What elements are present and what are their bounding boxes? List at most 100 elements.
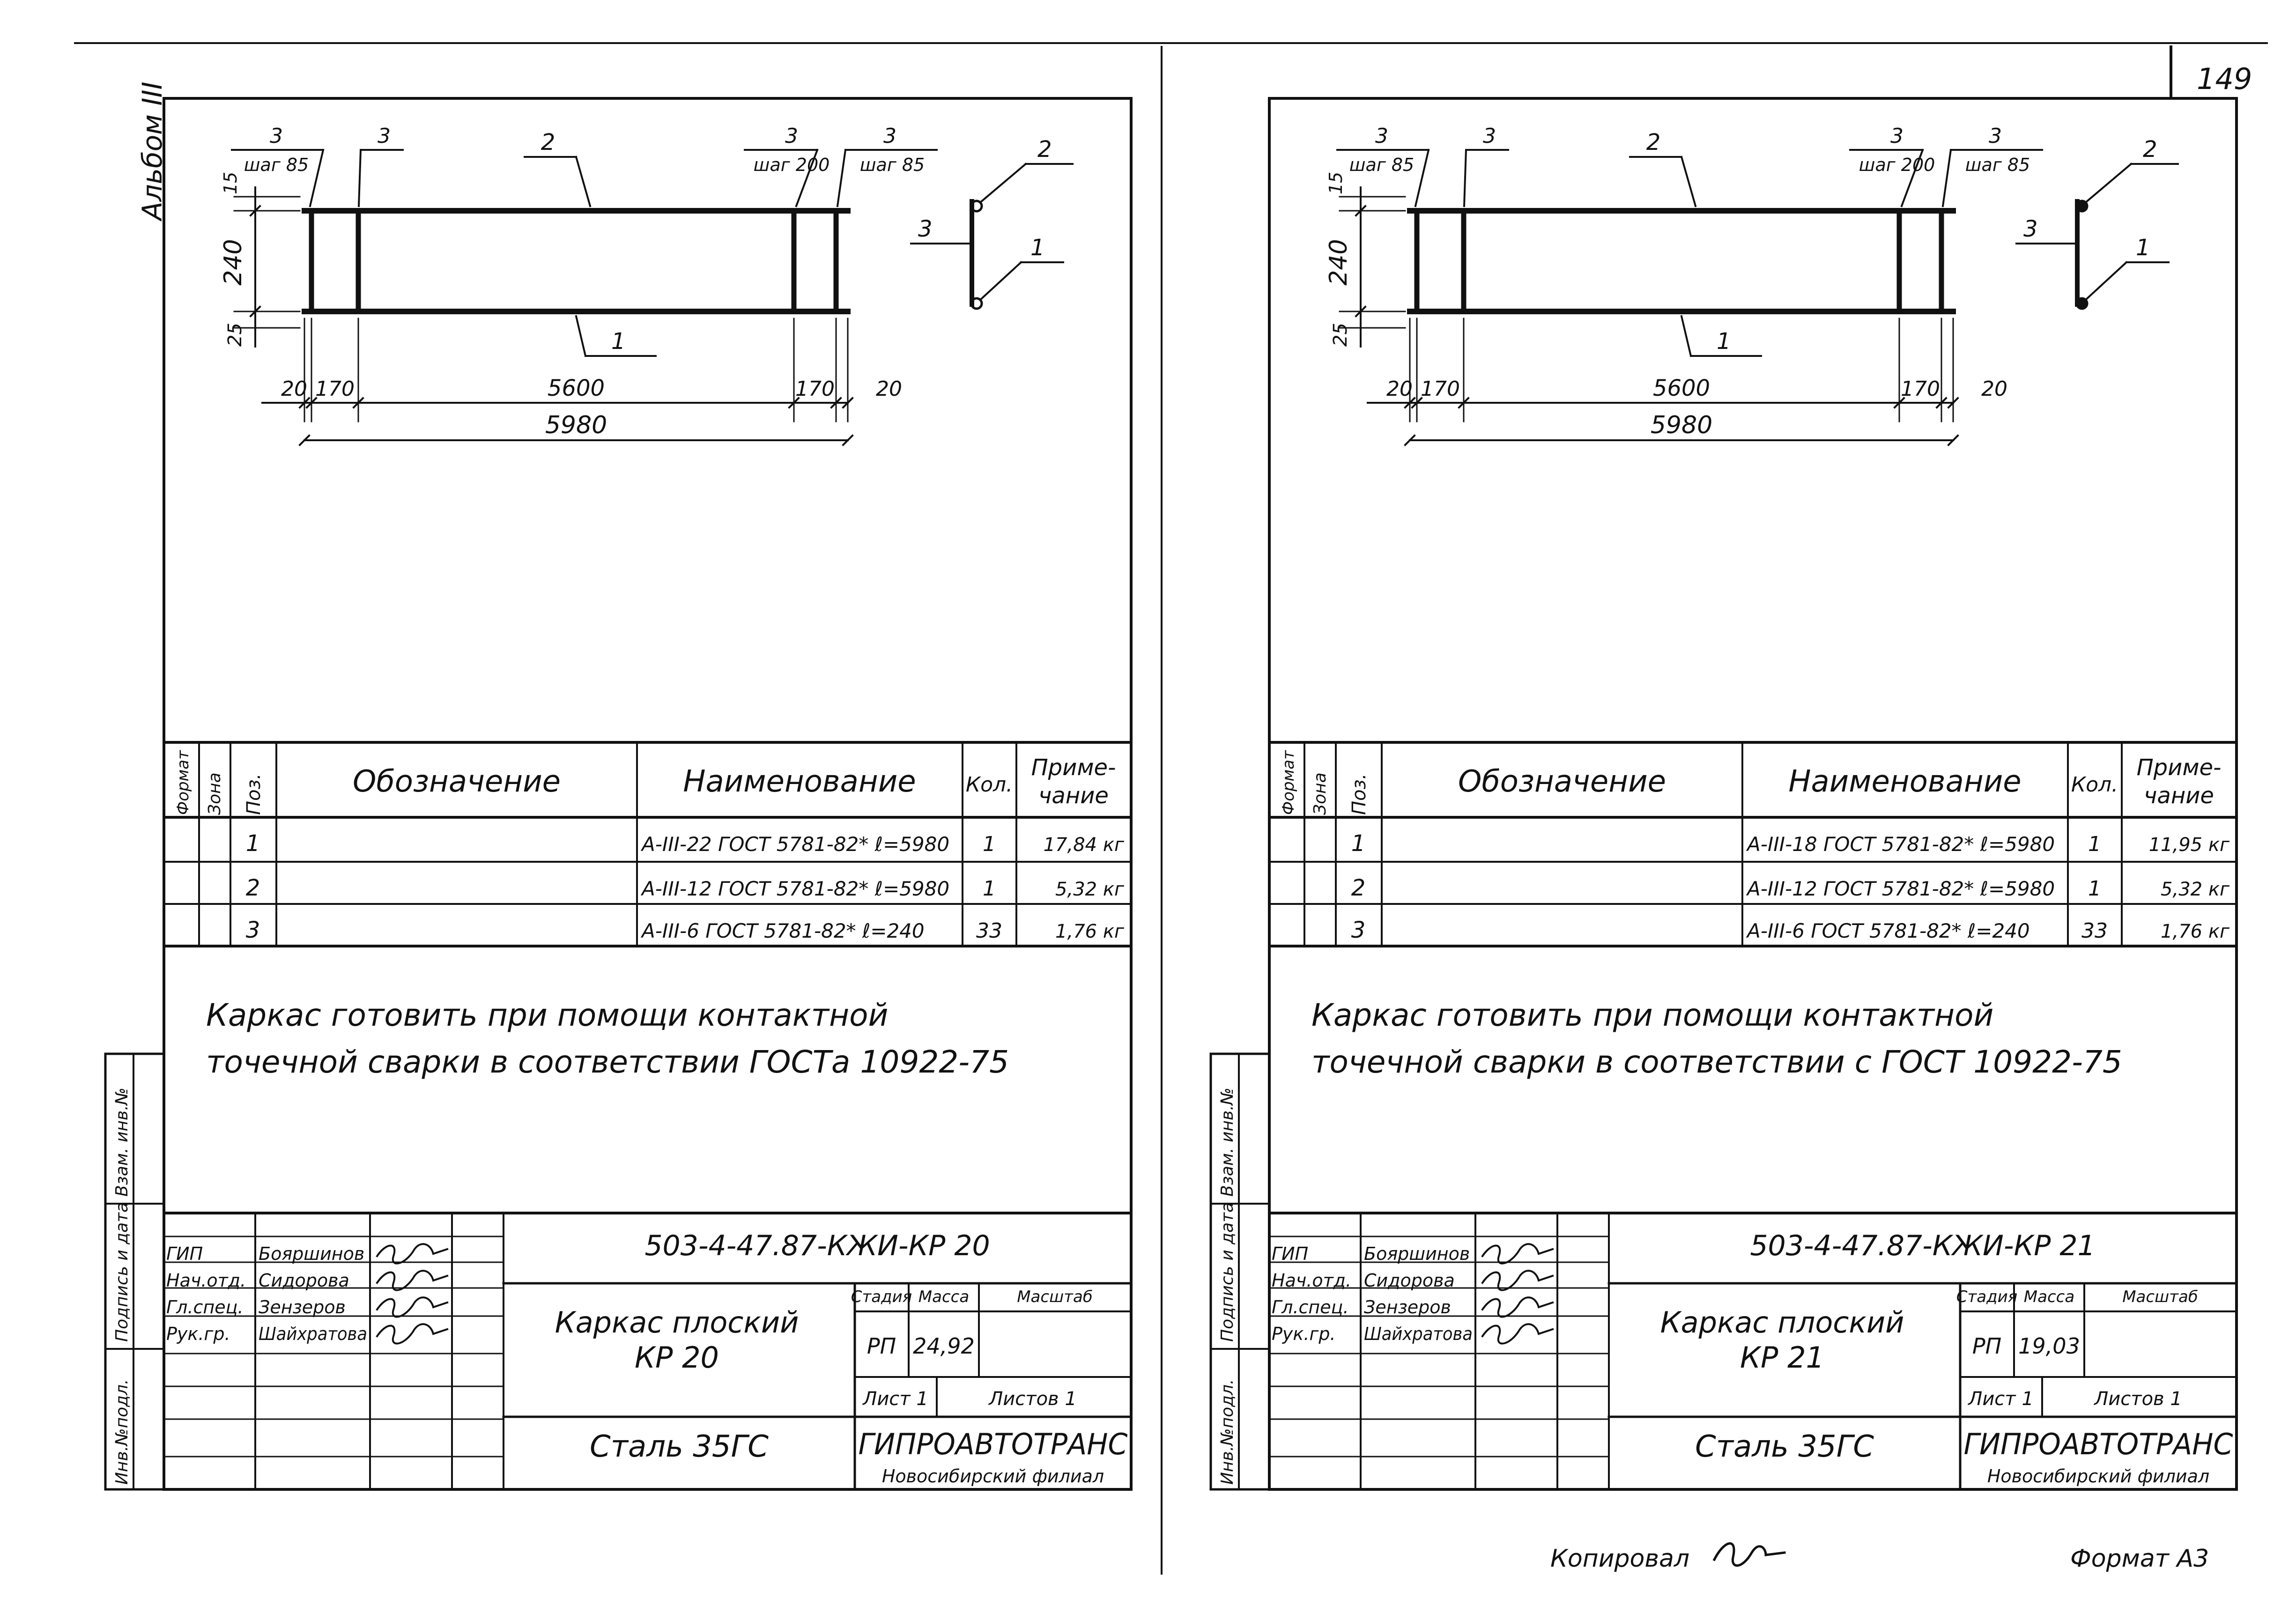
- callout-number: 2: [1646, 129, 1661, 155]
- sheet-frame: [163, 97, 1133, 1491]
- dim-tick: [1411, 397, 1423, 409]
- dim-tick: [842, 434, 854, 446]
- row-qty: 33: [976, 919, 1002, 943]
- signature-scribble: [376, 1270, 449, 1291]
- copied-signature: [1712, 1542, 1786, 1567]
- header-note: чание: [1038, 783, 1109, 809]
- callout-spacing: шаг 85: [1965, 155, 2030, 175]
- stamp-scale-header: Масштаб: [2122, 1288, 2198, 1306]
- material-label: Сталь 35ГС: [590, 1429, 769, 1464]
- leader-line: [1900, 148, 1924, 207]
- stamp-sheet: Лист 1: [1967, 1388, 2034, 1410]
- leader-line: [575, 155, 592, 207]
- strip-label-inv: Инв.№подл.: [112, 1379, 132, 1485]
- dim-tick: [298, 434, 311, 446]
- dim-text: 170: [795, 377, 835, 401]
- section-bar-dot: [2075, 200, 2089, 213]
- stamp-sheet: Лист 1: [862, 1388, 928, 1410]
- left-strip-frame: [1209, 1052, 1271, 1491]
- header-pos: Поз.: [1348, 773, 1370, 815]
- signature-scribble: [376, 1323, 449, 1345]
- stamp-stage-header: Стадия: [851, 1288, 912, 1306]
- signer-name: Бояршинов: [259, 1243, 364, 1264]
- stamp-mass-header: Масса: [918, 1288, 969, 1306]
- note-line-2: точечной сварки в соответствии ГОСТа 109…: [206, 1044, 1009, 1080]
- row-pos: 1: [1351, 830, 1366, 857]
- row-note: 1,76 кг: [1055, 921, 1125, 942]
- leader-line: [836, 148, 847, 207]
- dim-text: 25: [224, 323, 246, 347]
- fabrication-note: Каркас готовить при помощи контактнойточ…: [1311, 997, 2122, 1080]
- header-zone: Зона: [1311, 772, 1330, 815]
- document-subtitle: КР 20: [635, 1340, 719, 1375]
- signer-role: Рук.гр.: [1272, 1324, 1336, 1344]
- organization-branch: Новосибирский филиал: [1987, 1466, 2209, 1487]
- signer-name: Бояршинов: [1364, 1243, 1470, 1264]
- callout-number: 3: [1375, 124, 1388, 148]
- signature-scribble: [1481, 1296, 1554, 1318]
- row-note: 11,95 кг: [2149, 834, 2230, 856]
- dim-tick: [788, 397, 800, 409]
- format-label: Формат А3: [2070, 1545, 2209, 1573]
- strip-label-replace: Взам. инв.№: [112, 1088, 132, 1197]
- signer-role: Гл.спец.: [1272, 1297, 1349, 1317]
- dim-tick: [1893, 397, 1905, 409]
- leader-line: [1463, 148, 1467, 207]
- header-note: чание: [2144, 783, 2214, 809]
- dim-tick: [1935, 397, 1948, 409]
- document-title: Каркас плоский: [1660, 1305, 1904, 1340]
- leader-line: [979, 261, 1022, 301]
- material-label: Сталь 35ГС: [1695, 1429, 1874, 1464]
- signature-scribble: [1481, 1243, 1554, 1265]
- dim-text: 15: [220, 172, 241, 194]
- signature-scribble: [1481, 1270, 1554, 1291]
- callout-number: 3: [2023, 216, 2038, 242]
- leader-line: [309, 148, 325, 207]
- stamp-mass: 24,92: [913, 1333, 975, 1359]
- callout-number: 3: [1483, 124, 1496, 148]
- dim-text: 170: [1421, 377, 1460, 401]
- leader-line: [2084, 261, 2128, 301]
- dim-total-text: 5980: [545, 411, 607, 439]
- page-number: 149: [2197, 62, 2252, 96]
- leader-line: [575, 315, 587, 357]
- stamp-mass-header: Масса: [2024, 1288, 2074, 1306]
- stamp-stage-header: Стадия: [1956, 1288, 2017, 1306]
- row-pos: 2: [1351, 875, 1366, 901]
- dim-text: 5600: [548, 375, 605, 401]
- stamp-stage: РП: [1972, 1333, 2001, 1359]
- row-name: А-III-12 ГОСТ 5781-82* ℓ=5980: [1746, 877, 2055, 900]
- section-bar-dot: [970, 297, 983, 310]
- row-pos: 3: [246, 917, 260, 943]
- row-note: 5,32 кг: [1055, 879, 1125, 900]
- leader-line: [1941, 148, 1952, 207]
- sheet-frame: [1268, 97, 2238, 1491]
- stamp-mass: 19,03: [2018, 1333, 2080, 1359]
- dim-tick: [249, 205, 261, 217]
- row-qty: 1: [983, 877, 996, 901]
- callout-number: 1: [1030, 235, 1045, 261]
- signer-name: Зензеров: [1364, 1297, 1451, 1317]
- document-code: 503-4-47.87-КЖИ-КР 20: [644, 1229, 990, 1262]
- dim-tick: [1355, 305, 1367, 318]
- dim-text: 20: [281, 377, 307, 401]
- dim-text: 170: [315, 377, 355, 401]
- leader-line: [357, 148, 362, 207]
- note-line-1: Каркас готовить при помощи контактной: [206, 997, 888, 1033]
- row-name: А-III-6 ГОСТ 5781-82* ℓ=240: [640, 919, 925, 942]
- document-code: 503-4-47.87-КЖИ-КР 21: [1750, 1229, 2095, 1262]
- header-note: Приме-: [2137, 755, 2222, 781]
- callout-spacing: шаг 200: [754, 155, 830, 175]
- signer-name: Шайхратова: [259, 1324, 367, 1344]
- strip-label-inv: Инв.№подл.: [1218, 1379, 1237, 1485]
- dim-tick: [1947, 397, 1959, 409]
- stamp-sheets: Листов 1: [2093, 1388, 2182, 1410]
